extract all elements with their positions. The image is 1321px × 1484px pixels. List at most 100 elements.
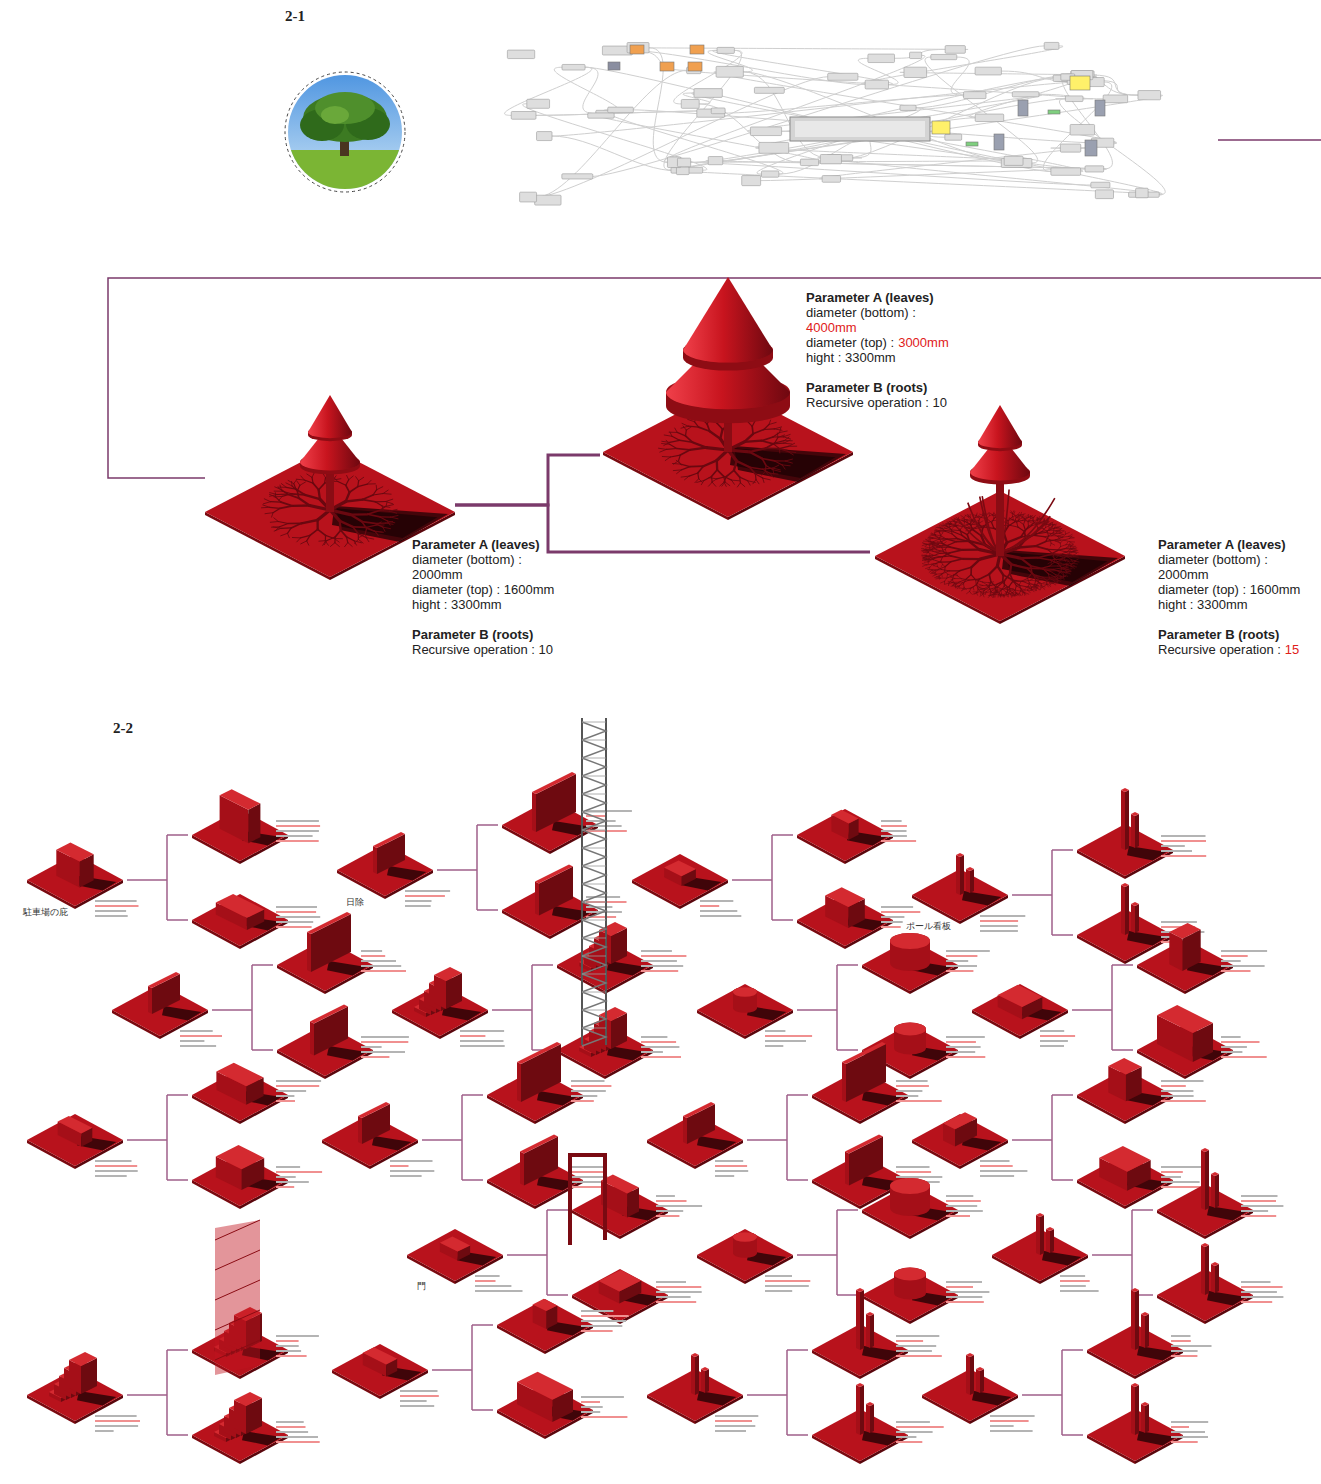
component [761, 171, 778, 177]
component [660, 62, 674, 71]
root [297, 538, 301, 542]
root [1024, 525, 1026, 531]
wire [925, 57, 1038, 163]
root [1043, 585, 1046, 587]
cluster-inner [795, 121, 925, 137]
bracket [212, 965, 273, 1050]
wire [725, 95, 964, 113]
root [346, 485, 350, 492]
root [375, 502, 382, 506]
root [947, 523, 952, 524]
annotation-mark [946, 970, 973, 972]
component [717, 47, 734, 53]
root [1009, 518, 1013, 519]
annotation-mark [361, 1046, 382, 1048]
root [763, 469, 770, 473]
root [971, 559, 980, 567]
root [928, 537, 933, 539]
annotation-mark [276, 1100, 295, 1102]
root [1052, 579, 1057, 581]
root [934, 543, 942, 544]
annotation-mark [1221, 1056, 1267, 1058]
root [670, 440, 680, 442]
root [1011, 564, 1027, 568]
root [981, 592, 985, 594]
root [280, 524, 289, 527]
crown-cone [308, 395, 352, 438]
root [1048, 549, 1054, 554]
root [1023, 582, 1030, 585]
root [1055, 557, 1058, 559]
volume-face [307, 932, 311, 972]
root [737, 461, 750, 467]
annotation-mark [95, 1175, 127, 1177]
root [925, 559, 930, 561]
volume-top [535, 865, 573, 884]
root [935, 576, 940, 577]
root [690, 448, 707, 450]
root [1021, 589, 1027, 590]
root [942, 571, 945, 574]
ground-tile [972, 984, 1068, 1036]
root [775, 441, 785, 443]
root [947, 527, 951, 529]
root [1053, 534, 1057, 537]
root [961, 519, 966, 521]
crown-cone [683, 277, 773, 363]
root [281, 484, 286, 488]
component [900, 105, 916, 110]
volume-face [1135, 814, 1139, 848]
tree-shadow [336, 506, 448, 542]
root [335, 530, 341, 537]
annotation-mark [586, 906, 612, 908]
volume-face [358, 1116, 362, 1144]
root [979, 587, 983, 588]
root [739, 477, 741, 483]
root [750, 448, 766, 452]
root [934, 531, 939, 532]
root [951, 526, 954, 529]
root [1031, 578, 1035, 581]
root [270, 493, 277, 495]
root [281, 533, 288, 536]
root [925, 544, 928, 546]
root [945, 571, 948, 574]
wire [669, 170, 1161, 194]
annotation-mark [276, 1095, 294, 1097]
root [988, 595, 990, 597]
annotation-mark [946, 950, 990, 952]
root [984, 587, 989, 591]
root [301, 541, 307, 544]
volume-top [310, 1005, 348, 1024]
root [773, 468, 780, 470]
volume-face [310, 1022, 314, 1056]
root [1059, 530, 1064, 531]
root [296, 489, 305, 495]
root [307, 541, 309, 545]
root [681, 426, 688, 428]
component [588, 113, 614, 118]
volume-face [148, 986, 152, 1014]
root [710, 431, 721, 438]
root [949, 570, 959, 571]
volume-top [532, 772, 576, 794]
root [992, 594, 994, 597]
root [270, 495, 277, 497]
root [1064, 538, 1070, 540]
root [659, 448, 667, 449]
root [1058, 565, 1064, 566]
root [1069, 545, 1074, 546]
component [507, 50, 534, 59]
root [923, 556, 927, 558]
root [326, 535, 335, 538]
root [1058, 569, 1064, 571]
annotation-mark [980, 930, 1018, 932]
root [967, 525, 970, 527]
root [1061, 556, 1065, 559]
annotation-mark [946, 1051, 975, 1053]
annotation-mark [641, 965, 683, 967]
component [688, 62, 702, 71]
root [1010, 512, 1014, 514]
root [1073, 561, 1076, 563]
annotation-mark [276, 1171, 322, 1173]
